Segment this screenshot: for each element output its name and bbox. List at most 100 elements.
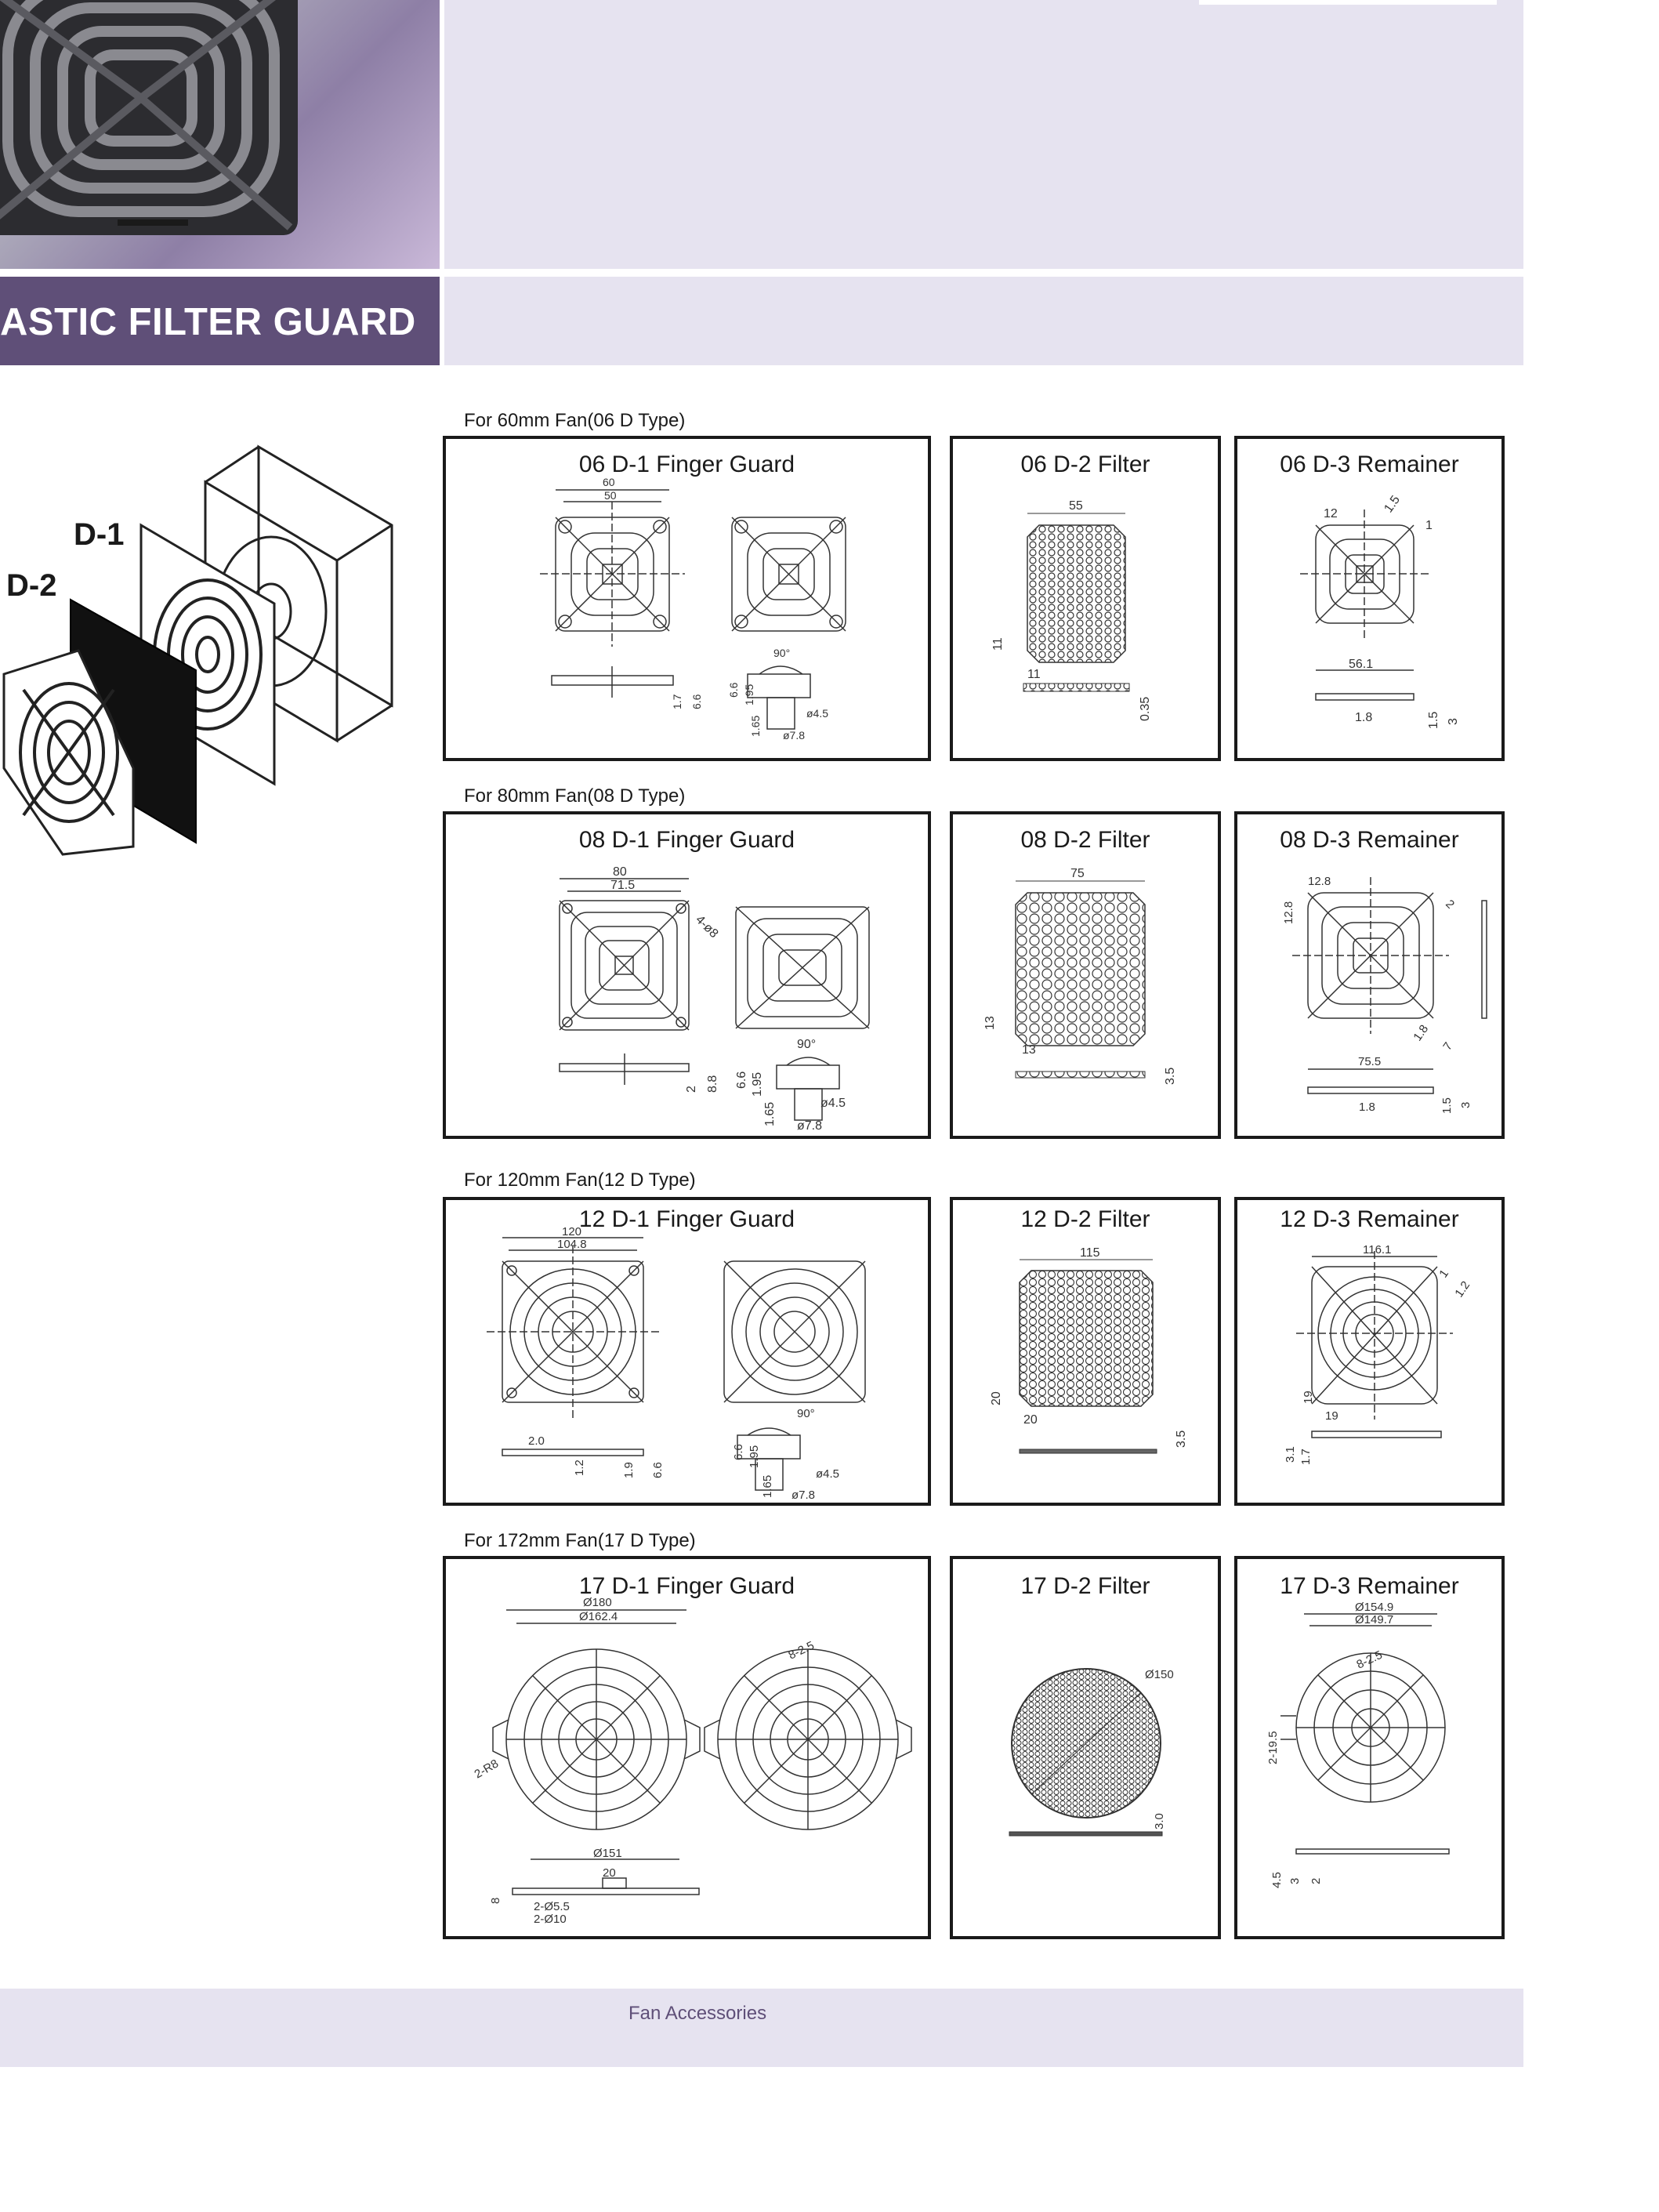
drawing-title: 12 D-3 Remainer [1280,1206,1459,1232]
exploded-view-illustration [0,439,423,862]
header-panel [444,0,1523,269]
svg-text:90°: 90° [773,647,790,659]
svg-text:2.0: 2.0 [528,1434,545,1448]
drawing-box-12-d2: 12 D-2 Filter 115 20 20 3.5 [950,1197,1221,1506]
svg-text:Ø162.4: Ø162.4 [579,1610,618,1623]
svg-text:1.5: 1.5 [1427,712,1440,729]
svg-text:104.8: 104.8 [557,1238,587,1251]
svg-text:11: 11 [1027,668,1041,681]
svg-text:80: 80 [613,865,627,879]
filter-drawing: 55 11 11 0.35 [991,499,1152,721]
svg-text:1.5: 1.5 [1382,493,1403,515]
svg-text:Ø151: Ø151 [593,1847,622,1860]
svg-text:ø7.8: ø7.8 [797,1119,822,1133]
svg-text:1.8: 1.8 [1411,1022,1431,1043]
svg-text:6.6: 6.6 [651,1462,665,1478]
svg-text:2-Ø5.5: 2-Ø5.5 [534,1900,570,1913]
drawing-title: 12 D-1 Finger Guard [578,1206,795,1232]
svg-text:0.35: 0.35 [1139,697,1152,721]
drawing-box-08-d3: 08 D-3 Remainer 12.8 12.8 2 1.8 7 75.5 1… [1234,811,1505,1139]
svg-text:13: 13 [1022,1043,1036,1057]
svg-text:13: 13 [983,1016,997,1030]
svg-text:4.5: 4.5 [1270,1872,1284,1888]
svg-text:7: 7 [1440,1040,1455,1053]
svg-text:1.9: 1.9 [622,1462,636,1478]
header-chip [1199,0,1497,5]
svg-text:60: 60 [603,476,615,488]
svg-text:1: 1 [1436,1267,1451,1281]
svg-text:1.8: 1.8 [1359,1101,1375,1114]
svg-text:19: 19 [1302,1391,1315,1404]
svg-text:2-Ø10: 2-Ø10 [534,1913,567,1926]
svg-text:1.65: 1.65 [761,1475,774,1498]
svg-text:11: 11 [991,637,1005,651]
drawing-title: 06 D-2 Filter [1020,451,1150,477]
footer-band [0,1989,1523,2067]
svg-text:20: 20 [990,1391,1003,1405]
svg-text:1.95: 1.95 [751,1072,764,1097]
svg-text:115: 115 [1080,1246,1100,1260]
svg-text:12.8: 12.8 [1308,875,1331,888]
svg-text:1.7: 1.7 [671,694,683,709]
svg-text:2: 2 [1443,897,1457,912]
drawing-box-08-d2: 08 D-2 Filter 75 13 13 3.5 [950,811,1221,1139]
svg-text:ø7.8: ø7.8 [783,729,805,742]
svg-text:1.95: 1.95 [748,1445,761,1468]
svg-text:6.6: 6.6 [735,1072,748,1089]
svg-text:120: 120 [562,1225,581,1238]
drawing-box-06-d3: 06 D-3 Remainer 12 1.5 1 56.1 1.8 1.5 3 [1234,436,1505,761]
drawing-title: 06 D-3 Remainer [1280,451,1459,477]
svg-text:1.7: 1.7 [1299,1449,1313,1465]
svg-text:12.8: 12.8 [1282,901,1295,924]
section-label-80mm: For 80mm Fan(08 D Type) [464,785,686,807]
remainer-drawing: 12 1.5 1 56.1 1.8 1.5 3 [1300,493,1460,729]
svg-text:1.5: 1.5 [1440,1097,1454,1114]
svg-text:ø7.8: ø7.8 [791,1489,815,1502]
svg-text:8.8: 8.8 [706,1075,719,1093]
svg-text:3.0: 3.0 [1153,1813,1166,1829]
svg-text:8-2.5: 8-2.5 [1355,1648,1385,1672]
svg-text:20: 20 [603,1866,616,1880]
svg-text:1.2: 1.2 [1452,1278,1472,1300]
svg-text:8-2.5: 8-2.5 [787,1639,817,1663]
svg-text:20: 20 [1023,1413,1038,1427]
svg-text:90°: 90° [797,1407,815,1420]
remainer-drawing: 12.8 12.8 2 1.8 7 75.5 1.8 1.5 3 [1282,875,1487,1114]
svg-text:90°: 90° [797,1038,816,1051]
svg-text:6.6: 6.6 [727,682,740,698]
svg-text:1.65: 1.65 [763,1102,777,1126]
label-d1: D-1 [74,517,125,552]
section-label-120mm: For 120mm Fan(12 D Type) [464,1169,696,1191]
drawing-title: 08 D-3 Remainer [1280,827,1459,853]
svg-text:2: 2 [685,1086,698,1093]
svg-text:3.5: 3.5 [1164,1068,1177,1085]
drawing-title: 17 D-1 Finger Guard [578,1573,795,1599]
svg-text:1.95: 1.95 [743,684,755,705]
svg-text:3: 3 [1288,1878,1302,1884]
drawing-title: 08 D-1 Finger Guard [578,827,795,853]
svg-text:71.5: 71.5 [610,879,635,892]
svg-text:6.6: 6.6 [732,1444,745,1460]
svg-text:2: 2 [1309,1878,1323,1884]
svg-text:55: 55 [1069,499,1083,513]
drawing-box-06-d2: 06 D-2 Filter 55 11 11 0.35 [950,436,1221,761]
section-label-172mm: For 172mm Fan(17 D Type) [464,1530,696,1551]
svg-text:3: 3 [1447,718,1460,725]
svg-text:50: 50 [604,489,617,502]
drawing-title: 12 D-2 Filter [1020,1206,1150,1232]
svg-text:1.65: 1.65 [749,716,762,737]
svg-text:75.5: 75.5 [1358,1055,1381,1068]
title-panel [444,277,1523,365]
filter-drawing: 115 20 20 3.5 [990,1246,1188,1454]
svg-text:ø4.5: ø4.5 [820,1097,846,1110]
svg-text:6.6: 6.6 [690,694,703,709]
